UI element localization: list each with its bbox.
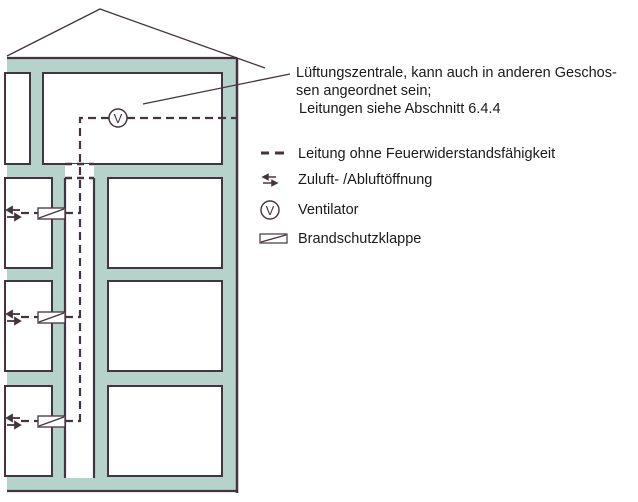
- legend-label-arrows: Zuluft- /Abluftöffnung: [298, 172, 433, 188]
- annotation-leader: [142, 73, 291, 105]
- legend-label-duct: Leitung ohne Feuerwiderstandsfähigkeit: [298, 146, 556, 162]
- legend-label-fan: Ventilator: [298, 202, 359, 218]
- svg-text:V: V: [266, 203, 275, 218]
- roof-line: [6, 8, 266, 69]
- rooms: [4, 72, 223, 477]
- annotation-line-3: Leitungen siehe Abschnitt 6.4.4: [299, 101, 501, 117]
- supply-exhaust-arrows: [5, 205, 22, 430]
- legend-label-damper: Brandschutzklappe: [298, 231, 422, 247]
- duct-lines: [21, 116, 236, 423]
- fire-damper-icon: [259, 233, 288, 244]
- annotation-line-2: sen angeordnet sein;: [296, 83, 432, 99]
- fan-icon: [108, 108, 128, 128]
- annotation-line-1: Lüftungszentrale, kann auch in anderen G…: [296, 65, 617, 81]
- fan-legend-icon: V: [260, 200, 280, 220]
- fan-letter: V: [114, 111, 123, 126]
- supply-exhaust-arrows-icon: [261, 173, 279, 187]
- fire-dampers: [37, 207, 66, 428]
- duct-shaft: [65, 164, 94, 478]
